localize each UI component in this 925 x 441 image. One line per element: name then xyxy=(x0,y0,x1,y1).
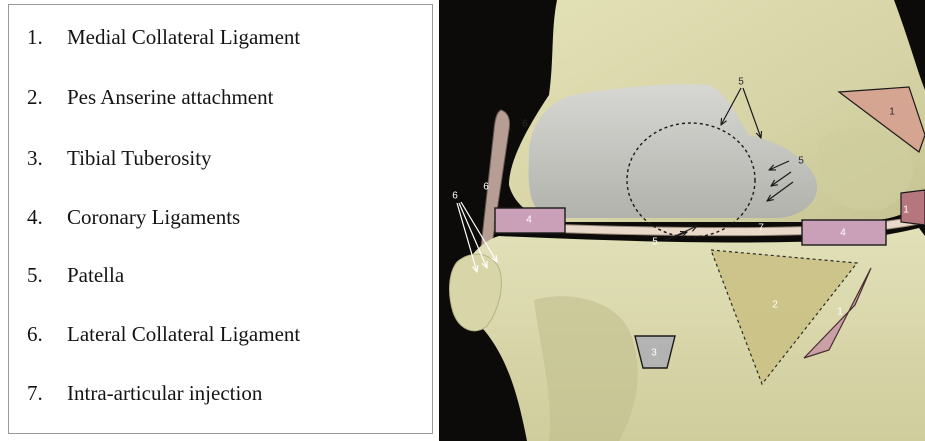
label-mcl-mid: 1 xyxy=(903,205,909,216)
label-coronary-left: 4 xyxy=(526,215,532,226)
label-lcl-side: 6 xyxy=(483,182,489,193)
label-tibial-tuberosity: 3 xyxy=(651,348,657,359)
legend-panel: 1.Medial Collateral Ligament 2.Pes Anser… xyxy=(8,4,433,434)
label-mcl-lower: 1 xyxy=(837,307,843,318)
label-pes-anserine: 2 xyxy=(772,300,778,311)
label-injection: 7 xyxy=(758,223,764,234)
legend-item-lcl: 6.Lateral Collateral Ligament xyxy=(27,322,300,347)
legend-label: Intra-articular injection xyxy=(67,381,262,405)
legend-label: Tibial Tuberosity xyxy=(67,146,212,170)
legend-item-tibial-tuberosity: 3.Tibial Tuberosity xyxy=(27,146,212,171)
legend-label: Pes Anserine attachment xyxy=(67,85,273,109)
tibia-bone xyxy=(457,228,925,441)
knee-anatomy-figure: 1 1 1 2 3 4 4 5 5 5 6 6 6 7 xyxy=(439,0,925,441)
label-coronary-right: 4 xyxy=(840,228,846,239)
legend-number: 2. xyxy=(27,85,67,110)
legend-label: Patella xyxy=(67,263,124,287)
legend-item-intra-articular: 7.Intra-articular injection xyxy=(27,381,262,406)
legend-label: Medial Collateral Ligament xyxy=(67,25,300,49)
legend-number: 4. xyxy=(27,205,67,230)
label-patella-top: 5 xyxy=(738,77,744,88)
label-lcl-femur: 6 xyxy=(522,119,528,130)
legend-number: 1. xyxy=(27,25,67,50)
legend-number: 6. xyxy=(27,322,67,347)
label-patella-bottom: 5 xyxy=(652,237,658,248)
legend-item-coronary-ligaments: 4.Coronary Ligaments xyxy=(27,205,240,230)
label-mcl-upper: 1 xyxy=(889,107,895,118)
knee-anatomy-svg: 1 1 1 2 3 4 4 5 5 5 6 6 6 7 xyxy=(439,0,925,441)
legend-label: Lateral Collateral Ligament xyxy=(67,322,300,346)
legend-item-pes-anserine: 2.Pes Anserine attachment xyxy=(27,85,273,110)
legend-number: 5. xyxy=(27,263,67,288)
legend-item-patella: 5.Patella xyxy=(27,263,124,288)
legend-label: Coronary Ligaments xyxy=(67,205,240,229)
legend-number: 7. xyxy=(27,381,67,406)
label-patella-right: 5 xyxy=(798,156,804,167)
label-lcl-outside: 6 xyxy=(452,191,458,202)
legend-item-mcl: 1.Medial Collateral Ligament xyxy=(27,25,300,50)
legend-number: 3. xyxy=(27,146,67,171)
